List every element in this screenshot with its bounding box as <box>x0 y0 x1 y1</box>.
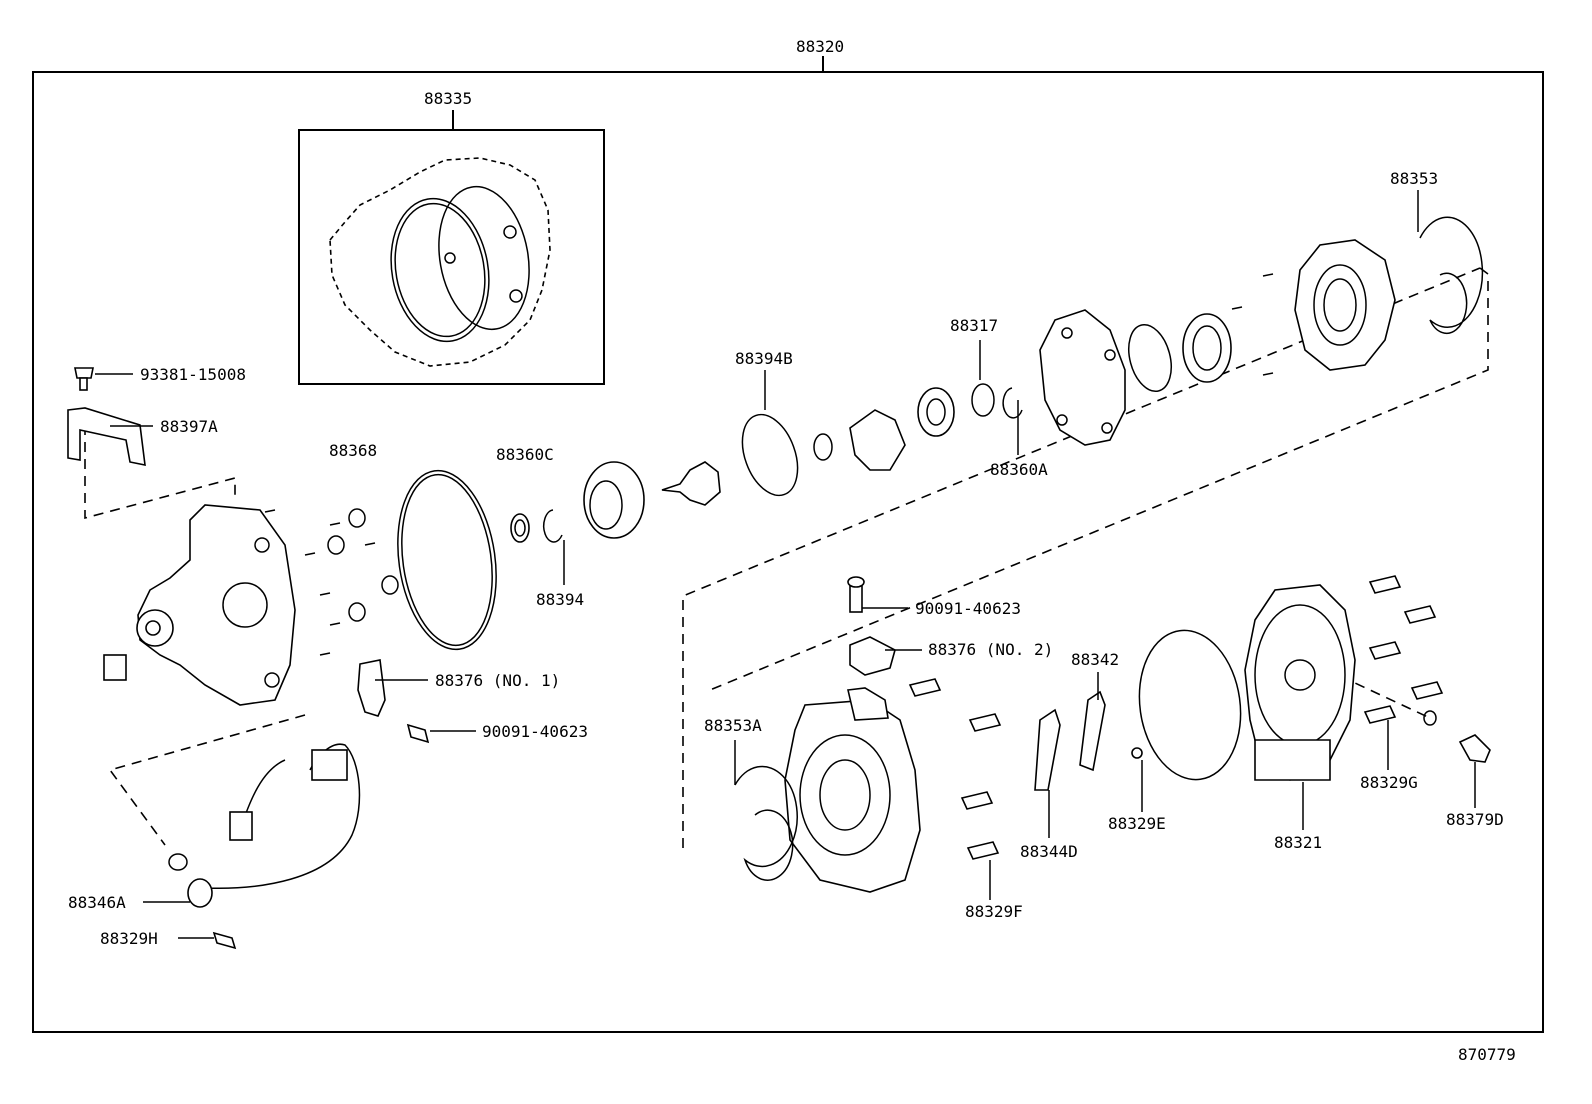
part-label-88344d[interactable]: 88344D <box>1020 842 1078 861</box>
part-label-88394b[interactable]: 88394B <box>735 349 793 368</box>
part-label-88353a[interactable]: 88353A <box>704 716 762 735</box>
part-label-88376-no1[interactable]: 88376 (NO. 1) <box>435 671 560 690</box>
rear-housing-top <box>1231 216 1484 376</box>
part-label-88329h[interactable]: 88329H <box>100 929 158 948</box>
drawing-number: 870779 <box>1458 1045 1516 1064</box>
bolts <box>74 367 1444 950</box>
valve-plate-gasket <box>1039 309 1126 446</box>
part-label-88329g[interactable]: 88329G <box>1360 773 1418 792</box>
part-label-88321[interactable]: 88321 <box>1274 833 1322 852</box>
assembly-label[interactable]: 88320 <box>796 37 844 56</box>
dowel-pins <box>264 508 399 656</box>
part-label-93381-15008[interactable]: 93381-15008 <box>140 365 246 384</box>
part-label-88376-no2[interactable]: 88376 (NO. 2) <box>928 640 1053 659</box>
part-label-88353[interactable]: 88353 <box>1390 169 1438 188</box>
part-label-88397a[interactable]: 88397A <box>160 417 218 436</box>
part-label-88346a[interactable]: 88346A <box>68 893 126 912</box>
assembly-frame <box>32 71 1544 1033</box>
part-label-88368[interactable]: 88368 <box>329 441 377 460</box>
part-label-90091-40623-upper[interactable]: 90091-40623 <box>915 599 1021 618</box>
part-labels: 93381-15008 88397A 88368 88360C 88394 88… <box>68 169 1504 948</box>
kit-frame <box>298 129 605 385</box>
part-label-88379d[interactable]: 88379D <box>1446 810 1504 829</box>
cylinder-head-right <box>1034 584 1491 791</box>
wiring-harness <box>168 743 361 908</box>
front-housing-illustration <box>103 504 296 706</box>
o-rings-and-seals <box>397 324 1172 651</box>
part-label-88360c[interactable]: 88360C <box>496 445 554 464</box>
part-label-88342[interactable]: 88342 <box>1071 650 1119 669</box>
kit-label[interactable]: 88335 <box>424 89 472 108</box>
gasket-kit-illustration <box>329 157 551 367</box>
part-label-90091-40623-lower[interactable]: 90091-40623 <box>482 722 588 741</box>
rear-housing-bottom <box>734 576 921 893</box>
part-label-88317[interactable]: 88317 <box>950 316 998 335</box>
part-label-88329e[interactable]: 88329E <box>1108 814 1166 833</box>
leader-lines <box>95 190 1476 939</box>
part-label-88329f[interactable]: 88329F <box>965 902 1023 921</box>
explode-axis-lines <box>84 267 1489 848</box>
part-label-88394[interactable]: 88394 <box>536 590 584 609</box>
shaft-and-bearings <box>583 313 1232 539</box>
brackets <box>67 407 386 717</box>
part-label-88360a[interactable]: 88360A <box>990 460 1048 479</box>
